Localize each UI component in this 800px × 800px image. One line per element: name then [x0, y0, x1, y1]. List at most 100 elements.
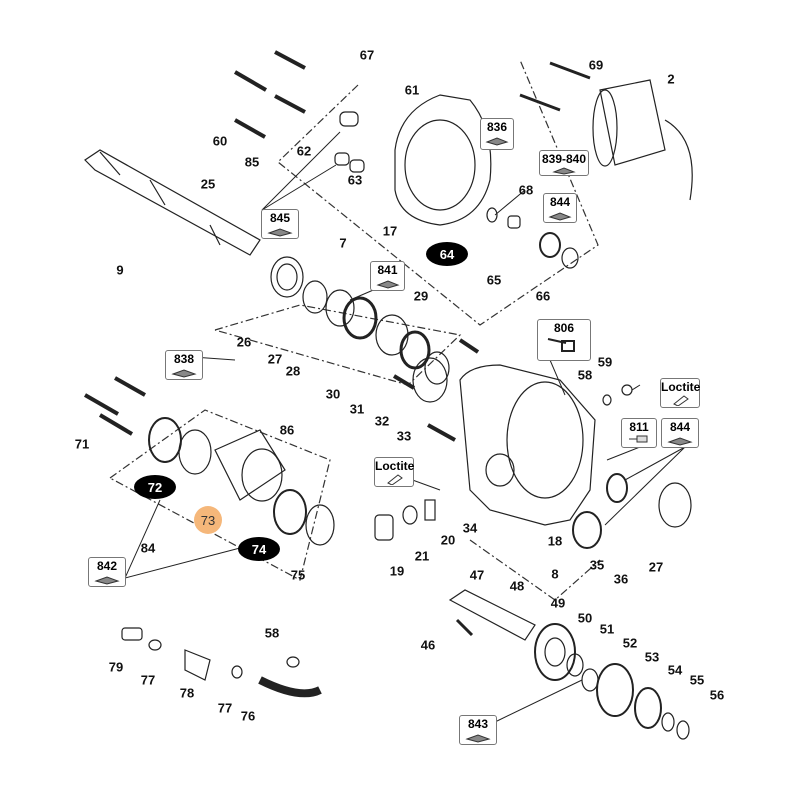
part-label: 7 — [339, 235, 347, 251]
callout-74[interactable]: 74 — [238, 537, 280, 561]
part-label: 17 — [382, 223, 398, 239]
kit-icon — [485, 137, 509, 146]
kit-number: 841 — [377, 263, 398, 277]
part-label: 46 — [420, 637, 436, 653]
kit-number: 811 — [629, 420, 649, 434]
loctite-label: Loctite — [661, 380, 701, 394]
kit-number: 843 — [467, 717, 489, 731]
part-label: 34 — [462, 520, 478, 536]
part-label: 18 — [547, 533, 563, 549]
part-label: 21 — [414, 548, 430, 564]
kit-icon — [552, 167, 576, 175]
part-label: 56 — [709, 687, 725, 703]
kit-number: 839-840 — [541, 152, 587, 166]
part-label: 62 — [296, 143, 312, 159]
loctite-tube-icon — [673, 395, 689, 406]
kit-icon — [548, 212, 572, 221]
part-label: 85 — [244, 154, 260, 170]
kit-box-845[interactable]: 845 — [261, 209, 299, 239]
kit-box-806[interactable]: 806 — [537, 319, 591, 361]
callout-64[interactable]: 64 — [426, 242, 468, 266]
part-label: 27 — [267, 351, 283, 367]
part-label: 26 — [236, 334, 252, 350]
kit-number: 844 — [549, 195, 571, 209]
part-label: 84 — [140, 540, 156, 556]
part-label: 27 — [648, 559, 664, 575]
part-label: 76 — [240, 708, 256, 724]
clutch-parts — [148, 417, 436, 546]
part-label: 25 — [200, 176, 216, 192]
main-shaft — [84, 149, 450, 385]
loctite-box-upper[interactable]: Loctite — [660, 378, 700, 408]
gear-housing-lower — [412, 357, 596, 526]
loctite-box-lower[interactable]: Loctite — [374, 457, 414, 487]
part-label: 49 — [550, 595, 566, 611]
part-label: 63 — [347, 172, 363, 188]
kit-box-838[interactable]: 838 — [165, 350, 203, 380]
part-label: 20 — [440, 532, 456, 548]
kit-box-841[interactable]: 841 — [370, 261, 405, 291]
kit-box-844[interactable]: 844 — [543, 193, 577, 223]
part-label: 50 — [577, 610, 593, 626]
leader-lines — [124, 131, 686, 723]
bearings-right — [572, 384, 692, 549]
kit-box-836[interactable]: 836 — [480, 118, 514, 150]
kit-box-843[interactable]: 843 — [459, 715, 497, 745]
grease-icon — [629, 435, 648, 443]
kit-box-842[interactable]: 842 — [88, 557, 126, 587]
part-label: 71 — [74, 436, 90, 452]
part-label: 53 — [644, 649, 660, 665]
part-label: 58 — [264, 625, 280, 641]
part-label: 31 — [349, 401, 365, 417]
part-label: 51 — [599, 621, 615, 637]
callout-73-highlighted[interactable]: 73 — [194, 506, 222, 534]
part-label: 19 — [389, 563, 405, 579]
kit-number: 844 — [669, 420, 691, 434]
loctite-tube-icon — [387, 474, 403, 485]
part-label: 32 — [374, 413, 390, 429]
part-label: 9 — [116, 262, 124, 278]
part-label: 8 — [551, 566, 559, 582]
gear-train — [448, 589, 690, 740]
kit-box-839-840[interactable]: 839-840 — [539, 150, 589, 176]
part-label: 77 — [140, 672, 156, 688]
motor — [592, 79, 693, 201]
kit-number: 836 — [486, 120, 508, 134]
kit-number: 806 — [553, 321, 575, 335]
part-label: 28 — [285, 363, 301, 379]
callout-72[interactable]: 72 — [134, 475, 176, 499]
kit-icon — [667, 437, 693, 446]
part-label: 55 — [689, 672, 705, 688]
oil-can-icon — [547, 338, 575, 352]
part-label: 30 — [325, 386, 341, 402]
part-label: 75 — [290, 567, 306, 583]
part-label: 65 — [486, 272, 502, 288]
part-label: 69 — [588, 57, 604, 73]
kit-box-844-lower[interactable]: 844 — [661, 418, 699, 448]
fittings — [121, 627, 322, 698]
kit-box-811[interactable]: 811 — [621, 418, 657, 448]
kit-icon — [267, 228, 293, 237]
part-label: 35 — [589, 557, 605, 573]
part-label: 29 — [413, 288, 429, 304]
kit-icon — [375, 280, 400, 289]
kit-number: 838 — [173, 352, 195, 366]
loctite-label: Loctite — [375, 459, 415, 473]
part-label: 58 — [577, 367, 593, 383]
group-brackets — [109, 59, 601, 601]
kit-number: 842 — [96, 559, 118, 573]
part-label: 79 — [108, 659, 124, 675]
part-label: 54 — [667, 662, 683, 678]
part-label: 61 — [404, 82, 420, 98]
bolts — [84, 50, 591, 637]
part-label: 77 — [217, 700, 233, 716]
part-label: 2 — [667, 71, 675, 87]
part-label: 78 — [179, 685, 195, 701]
part-label: 47 — [469, 567, 485, 583]
gear-housing-upper — [334, 94, 579, 269]
kit-icon — [465, 734, 491, 743]
part-label: 60 — [212, 133, 228, 149]
part-label: 86 — [279, 422, 295, 438]
